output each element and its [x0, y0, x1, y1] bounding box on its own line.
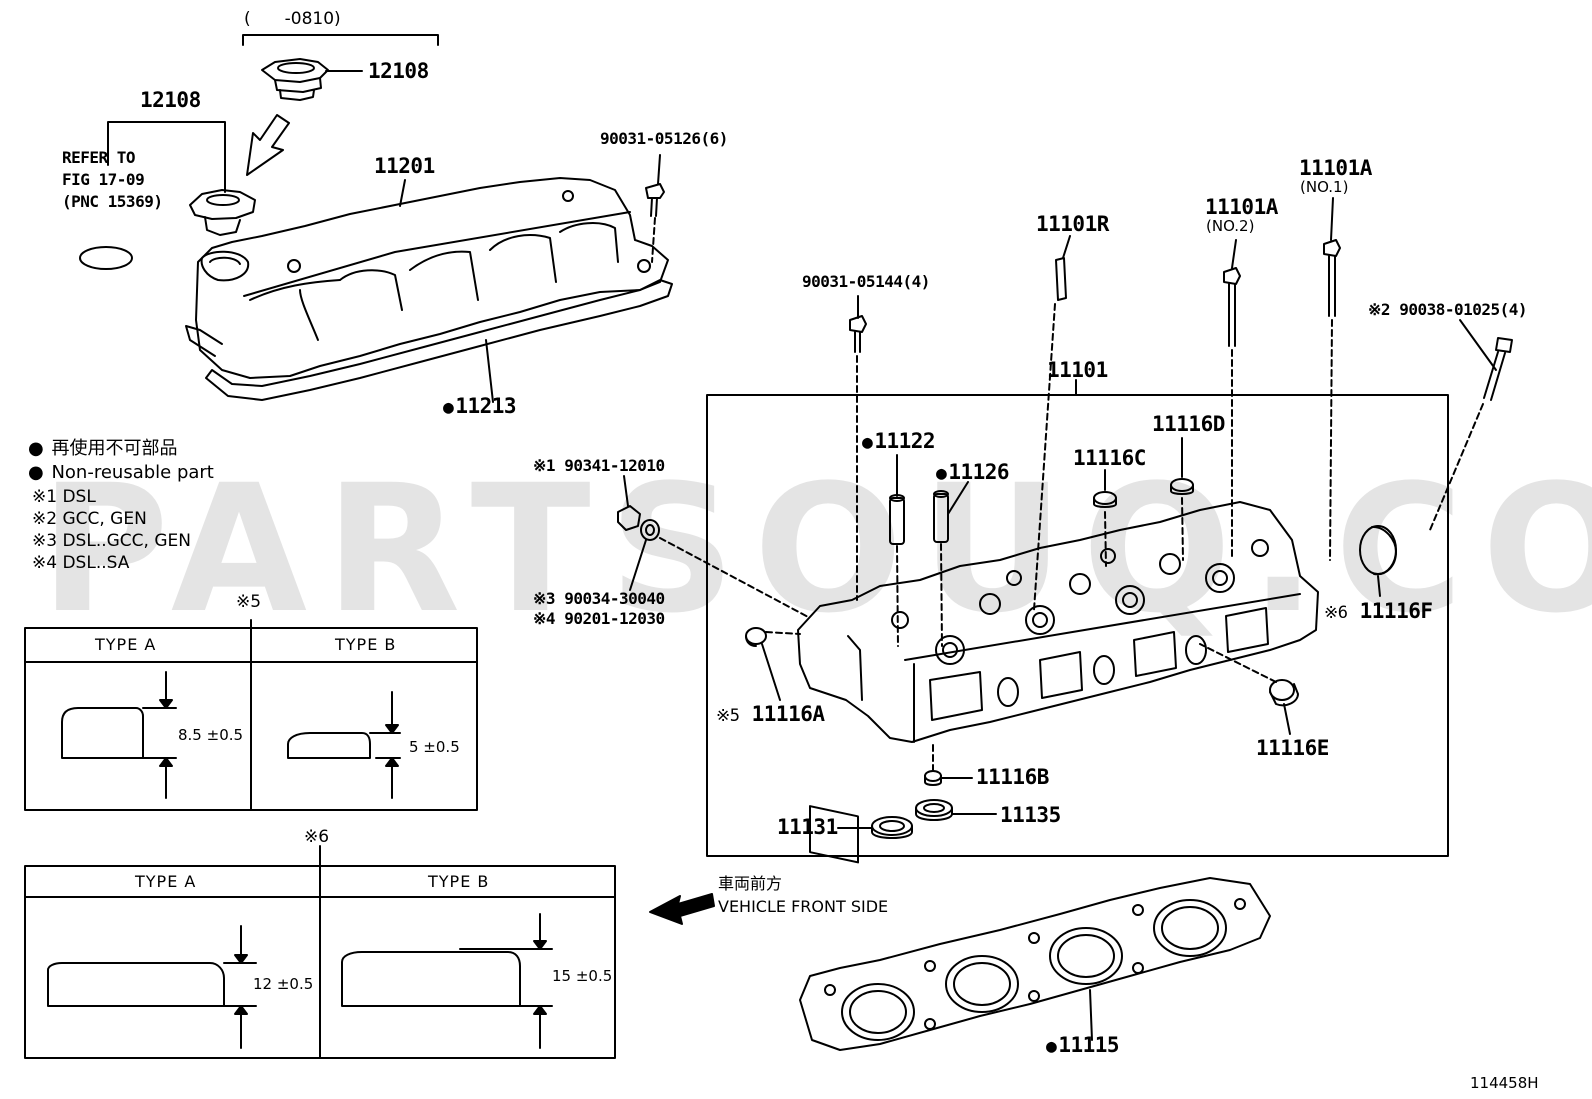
- seal-11135-drawing: [915, 799, 953, 821]
- leader-cover-bolt: [657, 154, 661, 185]
- legend-en: Non-reusable part: [28, 462, 214, 483]
- plug-11116E-drawing: [1269, 679, 1299, 707]
- label-11131[interactable]: 11131: [777, 815, 838, 839]
- label-90201-12030[interactable]: ※4 90201-12030: [533, 609, 665, 628]
- date-bracket: [242, 34, 439, 46]
- oil-cap-top-drawing: [261, 58, 329, 101]
- head-gasket-drawing: [799, 877, 1271, 1051]
- legend-note-4: ※4 DSL..SA: [32, 553, 130, 573]
- label-11135[interactable]: 11135: [1000, 803, 1061, 827]
- label-11116C[interactable]: 11116C: [1073, 446, 1146, 470]
- table6-dim-b: 15 ±0.5: [552, 967, 613, 985]
- table-6: [24, 845, 616, 1059]
- table6-dim-a: 12 ±0.5: [253, 975, 314, 993]
- valve-cover-drawing: [185, 177, 669, 379]
- non-reusable-dot-icon: [936, 460, 948, 484]
- table6-mark: ※6: [304, 827, 330, 847]
- head-bolt-90031-05144-drawing: [849, 315, 867, 353]
- label-11116D[interactable]: 11116D: [1152, 412, 1225, 436]
- direction-jp: 車両前方: [718, 874, 783, 893]
- label-90031-05126[interactable]: 90031-05126(6): [600, 129, 728, 148]
- hollow-arrow-icon: [246, 114, 290, 176]
- bolt-11101A-no2-drawing: [1223, 267, 1241, 347]
- oil-cap-left-drawing: [189, 189, 256, 236]
- legend-note-3: ※3 DSL..GCC, GEN: [32, 531, 191, 551]
- leader-11201: [399, 179, 406, 207]
- label-no2: (NO.2): [1206, 217, 1255, 235]
- label-11116A[interactable]: ※5 11116A: [716, 702, 825, 726]
- table5-type-b: TYPE B: [335, 635, 397, 654]
- non-reusable-dot-icon: [28, 462, 46, 483]
- non-reusable-dot-icon: [862, 429, 874, 453]
- label-11115[interactable]: 11115: [1046, 1033, 1120, 1057]
- label-12108-left[interactable]: 12108: [140, 88, 201, 112]
- leader-11213: [485, 339, 494, 403]
- table5-type-a: TYPE A: [95, 635, 157, 654]
- figure-id: 114458H: [1470, 1074, 1539, 1092]
- label-90031-05144[interactable]: 90031-05144(4): [802, 272, 930, 291]
- stud-11101R-drawing: [1055, 257, 1067, 301]
- non-reusable-dot-icon: [1046, 1033, 1058, 1057]
- o-ring-drawing: [79, 246, 133, 270]
- refer-bracket: [107, 121, 226, 193]
- legend-note-1: ※1 DSL: [32, 487, 96, 507]
- label-11122[interactable]: 11122: [862, 429, 936, 453]
- table6-type-a: TYPE A: [135, 872, 197, 891]
- valve-guide-11122-drawing: [889, 494, 905, 545]
- plug-11116A-drawing: [745, 627, 767, 647]
- date-range: ( -0810): [244, 9, 341, 29]
- label-12108-top[interactable]: 12108: [368, 59, 429, 83]
- non-reusable-dot-icon: [443, 394, 455, 418]
- table5-dim-a: 8.5 ±0.5: [178, 726, 244, 744]
- cover-gasket-drawing: [205, 279, 673, 401]
- plug-11116D-drawing: [1170, 478, 1194, 495]
- plug-11116B-drawing: [924, 770, 942, 786]
- label-11116F[interactable]: ※6 11116F: [1324, 599, 1433, 623]
- refer-line1: REFER TO: [62, 148, 136, 167]
- direction-en: VEHICLE FRONT SIDE: [718, 897, 889, 916]
- label-11101R[interactable]: 11101R: [1036, 212, 1109, 236]
- washer-drawing: [640, 519, 660, 541]
- bolt-11101A-no1-drawing: [1323, 239, 1341, 317]
- label-11116B[interactable]: 11116B: [976, 765, 1049, 789]
- plug-11116F-drawing: [1359, 525, 1397, 576]
- table5-dim-b: 5 ±0.5: [409, 738, 460, 756]
- cover-bolt-drawing: [645, 183, 665, 217]
- seal-11131-drawing: [871, 816, 913, 839]
- legend-jp: 再使用不可部品: [28, 438, 177, 459]
- drain-plug-drawing: [617, 505, 641, 531]
- table5-mark: ※5: [236, 592, 262, 612]
- bolt-90038-drawing: [1483, 337, 1513, 401]
- cylinder-head-box: [706, 394, 1449, 857]
- label-no1: (NO.1): [1300, 178, 1349, 196]
- label-11116E[interactable]: 11116E: [1256, 736, 1329, 760]
- label-11101[interactable]: 11101: [1047, 358, 1108, 382]
- front-arrow-icon: [649, 893, 715, 925]
- label-90341-12010[interactable]: ※1 90341-12010: [533, 456, 665, 475]
- plug-11116C-drawing: [1093, 491, 1117, 508]
- valve-guide-11126-drawing: [933, 490, 949, 543]
- refer-line3: (PNC 15369): [62, 192, 163, 211]
- watermark: PARTSOUQ.COM: [40, 447, 1592, 652]
- refer-line2: FIG 17-09: [62, 170, 145, 189]
- label-90038-01025[interactable]: ※2 90038-01025(4): [1368, 300, 1528, 319]
- label-11101A-no1[interactable]: 11101A: [1299, 156, 1372, 180]
- legend-note-2: ※2 GCC, GEN: [32, 509, 147, 529]
- table-5: [24, 619, 478, 811]
- label-11126[interactable]: 11126: [936, 460, 1010, 484]
- cylinder-head-drawing: [797, 501, 1319, 864]
- table6-type-b: TYPE B: [428, 872, 490, 891]
- label-11213[interactable]: 11213: [443, 394, 517, 418]
- label-11101A-no2[interactable]: 11101A: [1205, 195, 1278, 219]
- label-11201[interactable]: 11201: [374, 154, 435, 178]
- label-90034-30040[interactable]: ※3 90034-30040: [533, 589, 665, 608]
- non-reusable-dot-icon: [28, 438, 46, 459]
